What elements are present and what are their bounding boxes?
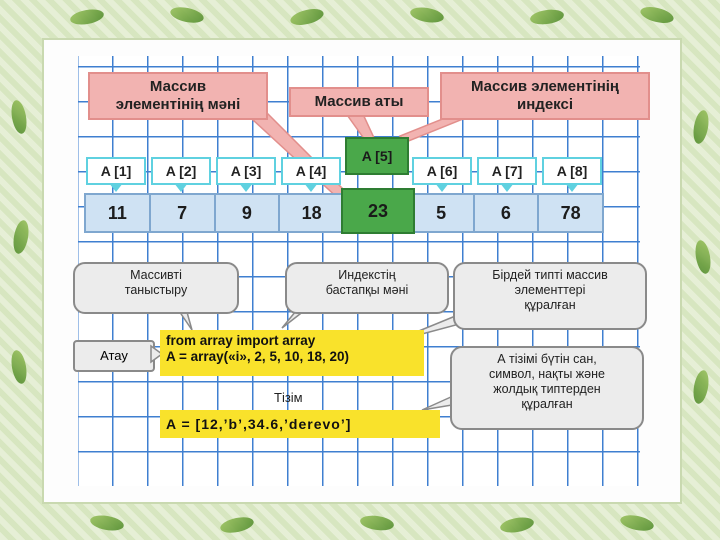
index-pointer [565, 183, 579, 192]
label-list: Тізім [274, 390, 303, 405]
label-name: Атау [73, 340, 155, 372]
index-label: A [7] [477, 157, 537, 185]
index-pointer [304, 183, 318, 192]
index-pointer [500, 183, 514, 192]
index-label: A [3] [216, 157, 276, 185]
callout-element-value: Массив элементінің мәні [88, 72, 268, 120]
index-label: A [6] [412, 157, 472, 185]
array-cell: 78 [537, 193, 604, 233]
note-declare: Массивті таныстыру [73, 262, 239, 314]
array-cell: 18 [278, 193, 345, 233]
array-cell: 6 [472, 193, 540, 233]
index-pointer [435, 183, 449, 192]
index-label: A [1] [86, 157, 146, 185]
index-label: A [8] [542, 157, 602, 185]
index-label: A [4] [281, 157, 341, 185]
index-label: A [2] [151, 157, 211, 185]
code-line-2: A = array(«i», 2, 5, 10, 18, 20) [166, 349, 349, 364]
array-cell: 11 [84, 193, 151, 233]
array-cell: 7 [148, 193, 216, 233]
array-cell: 9 [213, 193, 281, 233]
callout-element-index: Массив элементінің индексі [440, 72, 650, 120]
callout-array-name: Массив аты [289, 87, 429, 117]
array-cell: 5 [407, 193, 475, 233]
code-import: from array import array A = array(«i», 2… [160, 330, 424, 376]
index-pointer [239, 183, 253, 192]
note-list-types: А тізімі бүтін сан, символ, нақты және ж… [450, 346, 644, 430]
code-list: A = [12,’b’,34.6,’derevo’] [160, 410, 440, 438]
highlighted-value: 23 [341, 188, 415, 234]
index-pointer [109, 183, 123, 192]
note-same-type: Бірдей типті массив элементтері құралған [453, 262, 647, 330]
code-line-1: from array import array [166, 333, 316, 348]
highlighted-index: A [5] [345, 137, 409, 175]
index-pointer [174, 183, 188, 192]
note-start-index: Индекстің бастапқы мәні [285, 262, 449, 314]
